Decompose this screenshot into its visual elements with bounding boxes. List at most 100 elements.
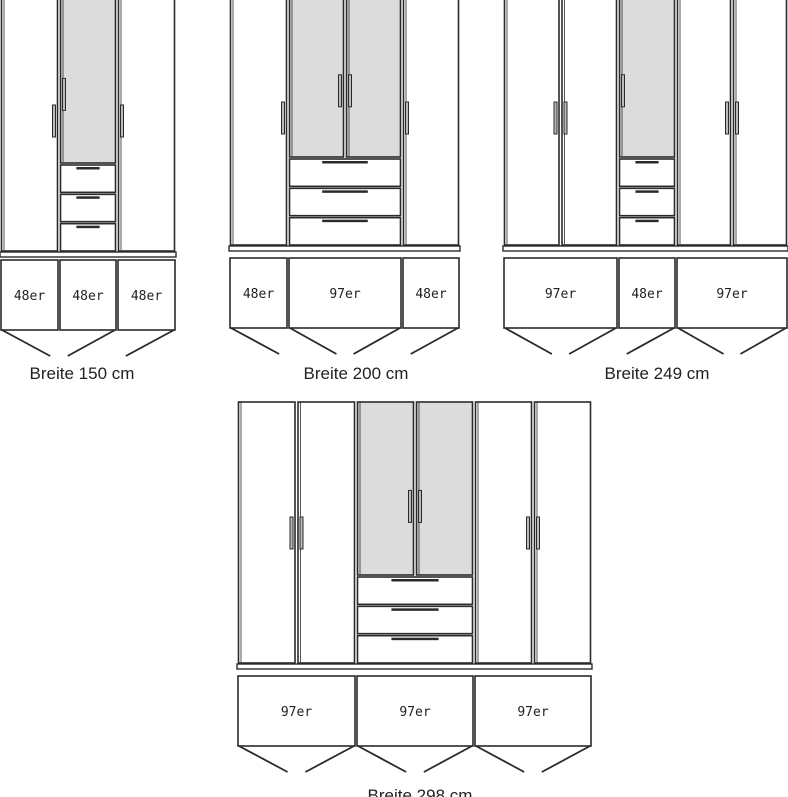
width-caption: Breite 298 cm [368,786,473,797]
door-swing [739,327,787,355]
module-plan-3: 97er [474,675,592,773]
door-handle [563,101,568,135]
door-swing [238,745,288,773]
module-width-label: 97er [716,287,747,302]
door-panel [402,0,460,246]
module-plan-1: 48er [229,257,288,355]
door-swing [423,745,473,773]
door-swing [541,745,591,773]
module-front-3 [117,0,176,252]
door-panel [732,0,788,246]
door-handle [52,104,56,138]
module-front-3 [474,401,592,664]
plan-view: 97er 97er 97er [237,675,592,773]
door-swing [67,329,116,357]
mirror-door [415,401,474,576]
module-plan-1: 97er [503,257,618,355]
module-plan-2: 48er [59,259,117,357]
module-carcass [237,675,356,747]
mirror-door [59,0,117,164]
door-handle [553,101,558,135]
drawer-handle [635,190,659,193]
module-front-1 [229,0,288,246]
module-carcass [503,257,618,329]
module-carcass [356,675,474,747]
mirror-door [356,401,415,576]
drawer-front [288,216,402,246]
door-swing [568,327,617,355]
width-caption: Breite 249 cm [605,364,710,383]
door-handle [62,77,66,111]
module-front-1 [237,401,356,664]
module-carcass [676,257,788,329]
door-handle [526,516,530,550]
door-swing [626,327,675,355]
door-swing [353,327,401,355]
door-panel [503,0,560,246]
module-front-2 [288,0,402,246]
door-handle [725,101,729,135]
drawer-handle [391,608,439,611]
module-width-label: 97er [545,287,576,302]
plinth [0,251,177,258]
plinth [502,245,788,252]
door-handle [299,516,304,550]
door-swing [1,329,51,357]
drawer-front [356,576,474,606]
door-panel [561,0,618,246]
door-panel [676,0,732,246]
module-plan-2: 48er [618,257,676,355]
door-panel [533,401,592,664]
door-panel [0,0,59,252]
door-swing [289,327,337,355]
module-width-label: 48er [243,287,274,302]
plinth [236,663,593,670]
module-plan-2: 97er [356,675,474,773]
drawer-handle [76,196,100,199]
mirror-door [618,0,676,158]
module-front-2 [618,0,676,246]
door-handle [735,101,739,135]
module-width-label: 48er [415,287,446,302]
width-caption: Breite 150 cm [30,364,135,383]
module-carcass [474,675,592,747]
door-swing [677,327,725,355]
module-front-1 [503,0,618,246]
drawer-handle [322,161,368,164]
drawer-front [59,164,117,194]
module-carcass [59,259,117,331]
drawer-front [59,193,117,223]
door-swing [475,745,525,773]
mirror-door [345,0,402,158]
door-handle [405,101,409,135]
module-front-1 [0,0,59,252]
module-width-label: 97er [517,705,548,720]
door-swing [305,745,355,773]
drawer-handle [391,579,439,582]
width-caption: Breite 200 cm [304,364,409,383]
module-plan-3: 48er [117,259,176,357]
module-front-3 [402,0,460,246]
door-handle [418,489,422,523]
door-handle [536,516,540,550]
module-width-label: 48er [72,289,103,304]
module-plan-2: 97er [288,257,402,355]
module-width-label: 97er [281,705,312,720]
drawer-handle [322,190,368,193]
module-plan-1: 97er [237,675,356,773]
door-swing [410,327,459,355]
door-panel [117,0,176,252]
module-front-3 [676,0,788,246]
module-front-2 [356,401,474,664]
door-panel [229,0,288,246]
front-elevation [0,0,177,258]
door-panel [474,401,533,664]
drawer-handle [635,219,659,223]
drawer-front [356,605,474,635]
module-carcass [229,257,288,329]
module-width-label: 97er [399,705,430,720]
